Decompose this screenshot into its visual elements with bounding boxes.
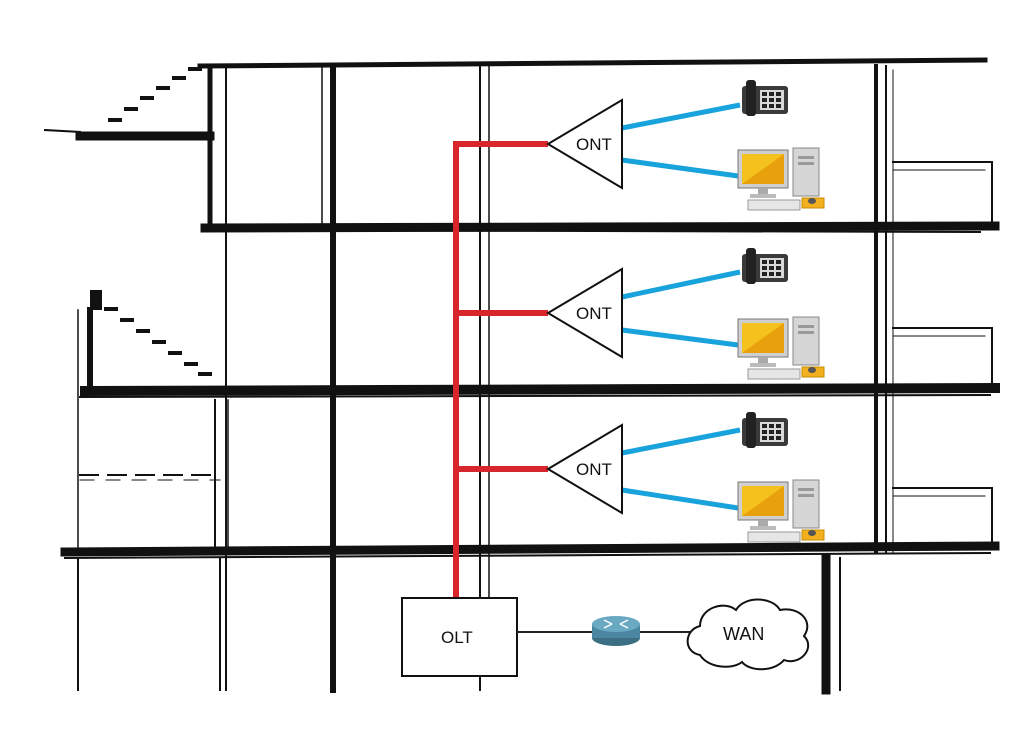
computer-icon xyxy=(737,147,825,211)
building-sketch xyxy=(43,57,1001,695)
cloud-icon xyxy=(686,598,810,671)
eth-pc-floor-3 xyxy=(621,157,739,179)
eth-phone-floor-3 xyxy=(621,102,741,131)
floor-slab-3 xyxy=(200,221,1000,233)
floor-slab-2 xyxy=(79,382,1001,397)
ont-label: ONT xyxy=(576,135,612,154)
ont-label: ONT xyxy=(576,460,612,479)
phone-icon xyxy=(742,412,788,448)
olt-box: OLT xyxy=(401,597,518,677)
olt-label: OLT xyxy=(441,628,473,647)
ont-triangle xyxy=(546,423,623,515)
ont-triangle xyxy=(546,267,623,359)
phone-icon xyxy=(742,80,788,116)
olt-rect xyxy=(401,597,518,677)
eth-phone-floor-1 xyxy=(621,427,741,456)
ont-label: ONT xyxy=(576,304,612,323)
stairs-lower xyxy=(90,290,212,376)
ont-floor-2: ONT xyxy=(546,267,623,359)
ont-triangle xyxy=(546,98,623,190)
eth-phone-floor-2 xyxy=(621,269,741,300)
floor-slab-1 xyxy=(60,541,1000,557)
stairs-upper xyxy=(108,67,202,122)
ont-floor-1: ONT xyxy=(546,423,623,515)
eth-pc-floor-1 xyxy=(621,487,739,511)
eth-pc-floor-2 xyxy=(621,327,739,348)
computer-icon xyxy=(737,316,825,380)
wan-label: WAN xyxy=(723,624,764,644)
roof-line xyxy=(197,57,988,69)
computer-icon xyxy=(737,479,825,543)
ont-floor-3: ONT xyxy=(546,98,623,190)
ethernet-links xyxy=(621,102,741,511)
router-icon xyxy=(592,616,640,646)
fiber-links xyxy=(453,141,548,600)
wan-cloud: WAN xyxy=(686,598,810,671)
phone-icon xyxy=(742,248,788,284)
